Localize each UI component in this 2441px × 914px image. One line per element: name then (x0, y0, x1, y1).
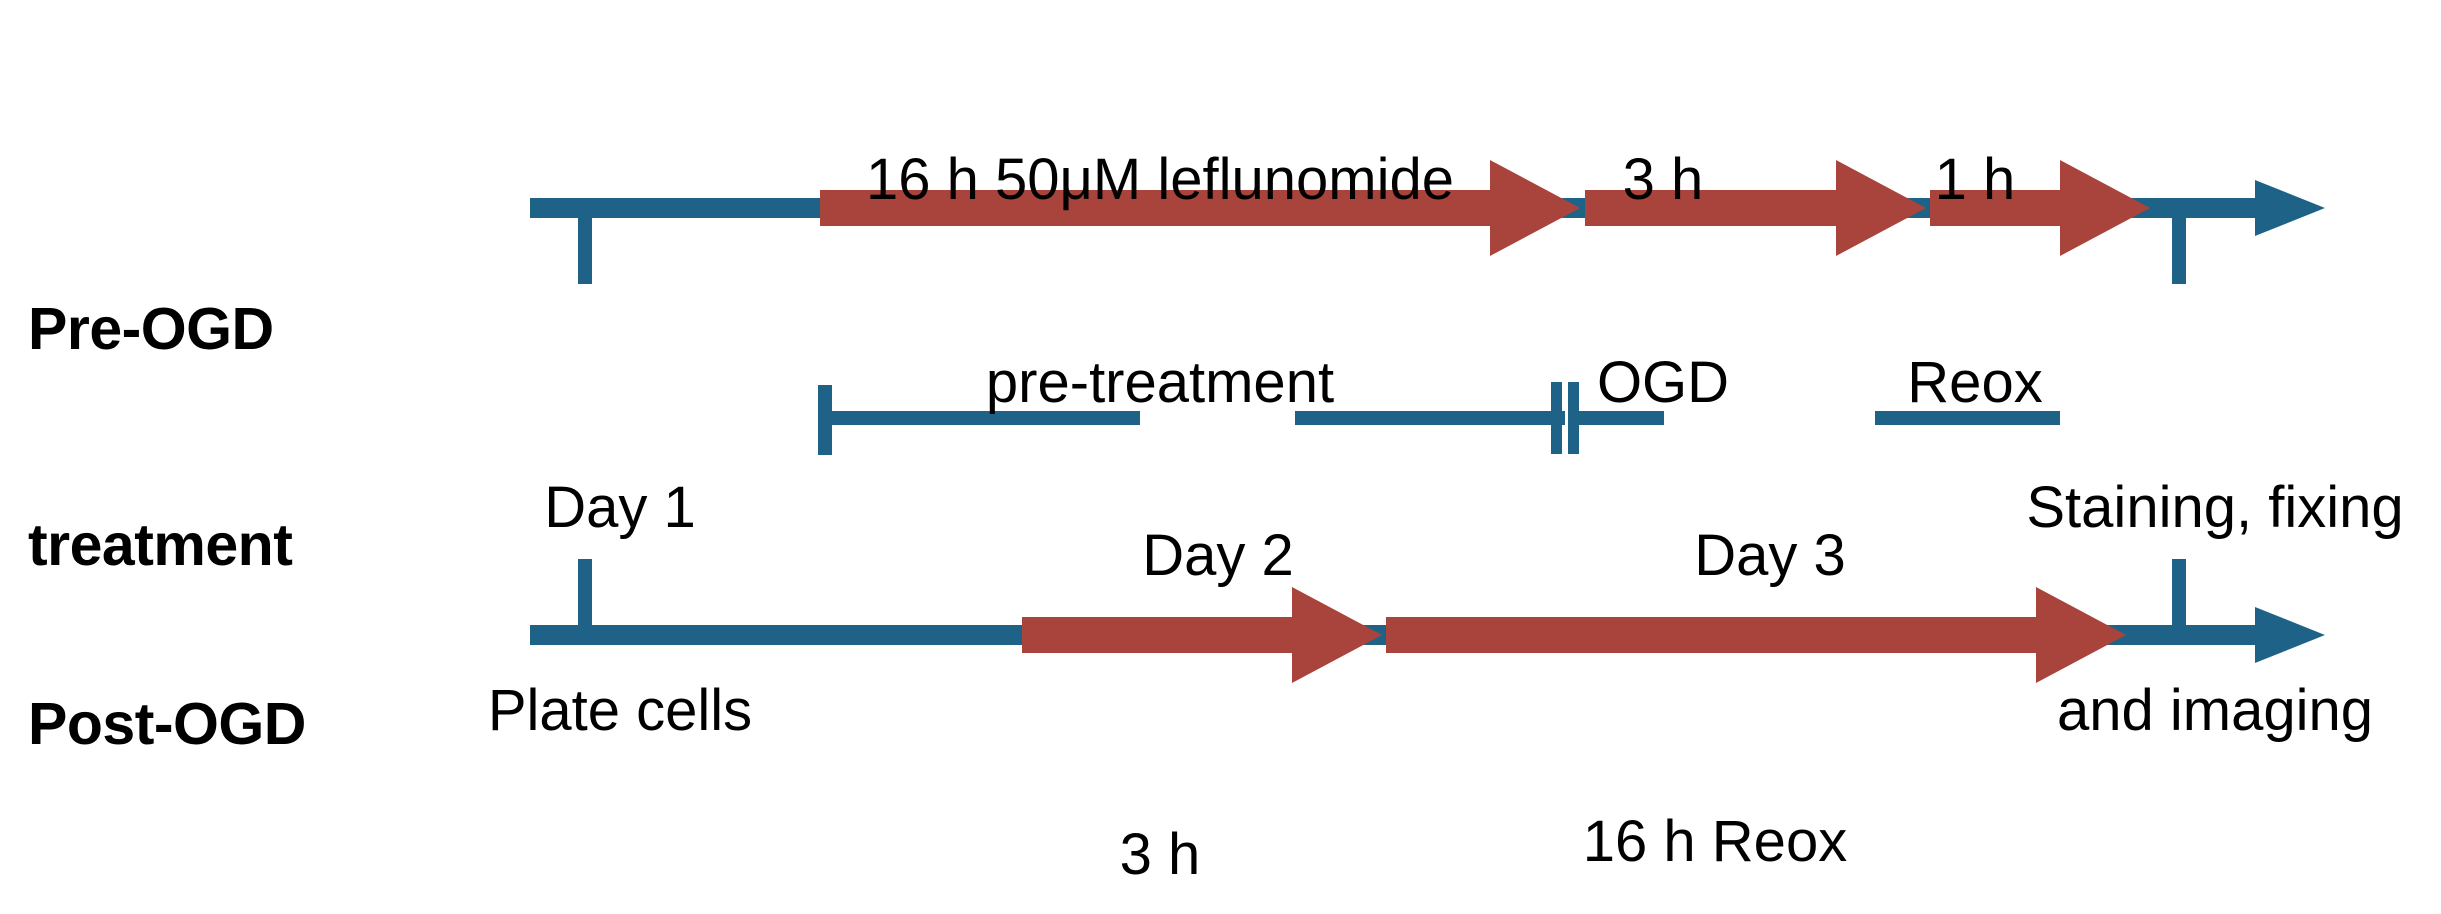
post-ogd-leflunomide-label: 16 h Reox 50μM leflunomide post treatmen… (1265, 672, 2165, 914)
pre-ogd-arrowhead-ogd (1836, 160, 1926, 256)
day3-endpoint-connector (1875, 411, 2060, 425)
post-ogd-end-tick (2172, 559, 2186, 635)
pre-ogd-ogd-label-line2: OGD (1596, 350, 1730, 416)
pre-ogd-row-label-line1: Pre-OGD (28, 295, 274, 362)
day3-label-text: Day 3 (1694, 522, 1846, 588)
post-ogd-bar-ogd (1022, 617, 1302, 653)
day1-day2-connector (830, 411, 1140, 425)
day3-label: Day 3 (1620, 386, 1920, 725)
day-boundary-double-tick-left (1551, 382, 1562, 454)
post-ogd-ogd-label-line1: 3 h (1119, 821, 1201, 887)
day1-label-line2: Plate cells (487, 678, 753, 744)
post-ogd-start-tick (578, 559, 592, 635)
pre-ogd-start-tick (578, 208, 592, 284)
day-boundary-double-tick-right (1568, 382, 1579, 454)
pre-ogd-reox-label-line2: Reox (1907, 350, 2043, 416)
endpoint-label: Staining, fixing and imaging (1980, 338, 2441, 881)
pre-ogd-ogd-label-line1: 3 h (1622, 146, 1704, 212)
day1-label: Day 1 Plate cells (370, 338, 870, 881)
post-ogd-row-label-line1: Post-OGD (28, 690, 306, 757)
pre-ogd-arrowhead-leflunomide (1490, 160, 1580, 256)
endpoint-label-line2: and imaging (2057, 678, 2373, 744)
pre-ogd-end-arrowhead (2255, 180, 2325, 236)
day3-lead-connector (1579, 411, 1664, 425)
pre-ogd-leflunomide-label-line2: pre-treatment (985, 350, 1335, 416)
post-ogd-row-label-line2: treatment (28, 905, 498, 914)
pre-ogd-leflunomide-label-line1: 16 h 50μM leflunomide (866, 146, 1454, 212)
pre-ogd-arrowhead-reox (2060, 160, 2150, 256)
post-ogd-end-arrowhead (2255, 607, 2325, 663)
pre-ogd-bar-leflunomide (820, 190, 1500, 226)
pre-ogd-row-label-line2: treatment (28, 511, 293, 578)
pre-ogd-row-label: Pre-OGD treatment (28, 150, 488, 726)
pre-ogd-bar-ogd (1585, 190, 1845, 226)
pre-ogd-ogd-label: 3 h OGD (1513, 10, 1813, 553)
day2-connector (1295, 411, 1565, 425)
day-boundary-tick-1 (818, 385, 832, 455)
day2-label: Day 2 (1068, 386, 1368, 725)
post-ogd-arrowhead-leflunomide (2036, 587, 2126, 683)
pre-ogd-end-tick (2172, 208, 2186, 284)
post-ogd-row-label: Post-OGD treatment (28, 545, 498, 914)
pre-ogd-bar-reox (1930, 190, 2070, 226)
day1-label-line1: Day 1 (544, 474, 696, 540)
post-ogd-arrowhead-ogd (1292, 587, 1382, 683)
pre-ogd-reox-label: 1 h Reox (1825, 10, 2125, 553)
pre-ogd-leflunomide-label: 16 h 50μM leflunomide pre-treatment (700, 10, 1620, 553)
endpoint-label-line1: Staining, fixing (2026, 474, 2404, 540)
post-ogd-leflunomide-label-line1: 16 h Reox (1582, 808, 1848, 874)
post-ogd-bar-leflunomide (1386, 617, 2046, 653)
day2-label-text: Day 2 (1142, 522, 1294, 588)
pre-ogd-reox-label-line1: 1 h (1934, 146, 2016, 212)
post-ogd-ogd-label: 3 h OGD (1000, 685, 1320, 914)
